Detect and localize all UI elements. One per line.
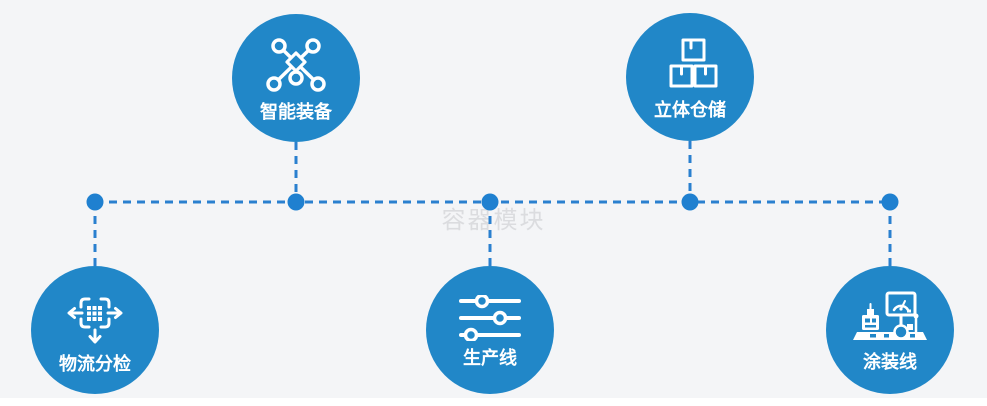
sliders-icon [459, 295, 521, 341]
sorting-distribution-icon [67, 297, 123, 344]
junction-dot [681, 193, 699, 211]
watermark-text: 容器模块 [441, 207, 546, 234]
junction-dot [481, 193, 499, 211]
node-label: 生产线 [463, 348, 517, 368]
node-painting-line[interactable]: 涂装线 [826, 266, 954, 394]
junction-dot [881, 193, 899, 211]
network-nodes-icon [266, 38, 326, 92]
node-smart-equipment[interactable]: 智能装备 [232, 14, 360, 142]
node-label: 涂装线 [863, 352, 917, 372]
node-warehouse[interactable]: 立体仓储 [626, 13, 754, 141]
junction-dot [287, 193, 305, 211]
bottom-white-strip [0, 398, 987, 406]
node-label: 智能装备 [260, 102, 332, 122]
node-label: 立体仓储 [654, 100, 726, 120]
machinery-monitor-icon [853, 291, 927, 340]
node-logistics-sorting[interactable]: 物流分检 [31, 266, 159, 394]
warehouse-boxes-icon [669, 38, 718, 88]
junction-dot [86, 193, 104, 211]
node-label: 物流分检 [59, 354, 131, 374]
node-production-line[interactable]: 生产线 [426, 266, 554, 394]
